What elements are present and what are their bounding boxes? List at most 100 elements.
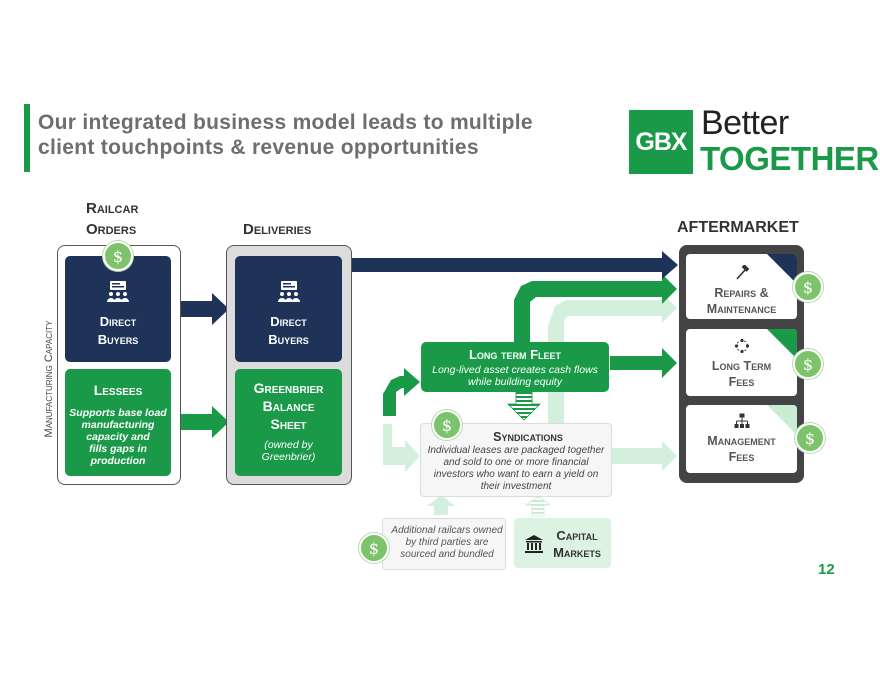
logo-better-text: Better	[701, 104, 789, 142]
management-fees-label: Management Fees	[686, 433, 797, 465]
capital-markets-line1: Capital	[556, 528, 598, 543]
lessees-box: Lessees Supports base load manufacturing…	[65, 369, 171, 476]
long-term-fleet-desc: Long-lived asset creates cash flows whil…	[421, 364, 609, 388]
hatched-arrow-capital-to-syndications	[524, 495, 552, 517]
logo-together-text: TOGETHER	[700, 140, 879, 177]
arrow-syndications-to-repairs	[548, 293, 677, 423]
balance-sheet-box: Greenbrier Balance Sheet (owned by Green…	[235, 369, 342, 476]
arrow-deliveries-to-repairs	[342, 251, 678, 279]
lessees-desc-line: manufacturing	[81, 419, 155, 431]
management-fees-line2: Fees	[728, 450, 755, 464]
management-fees-card: Management Fees	[686, 405, 797, 473]
repairs-line2: Maintenance	[706, 302, 777, 316]
light-green-arrows	[383, 293, 677, 515]
arrow-additional-to-syndications	[427, 495, 455, 515]
syndications-desc-line: their investment	[480, 481, 552, 492]
aftermarket-heading: AFTERMARKET	[677, 219, 799, 236]
deliveries-direct-buyers-box: Direct Buyers	[235, 256, 342, 362]
long-term-fees-line1: Long Term	[711, 359, 772, 373]
hatched-arrow-fleet-to-syndications	[507, 391, 541, 421]
capital-markets-box: Capital Markets	[514, 518, 611, 568]
bank-icon	[525, 535, 543, 553]
gbx-logo: GBX	[629, 110, 693, 174]
syndications-desc-line: and sold to one or more financial	[443, 457, 589, 468]
lessees-desc-line: fills gaps in	[89, 443, 147, 455]
repairs-line1: Repairs &	[714, 286, 769, 300]
lessees-title: Lessees	[93, 382, 143, 398]
lessees-desc-line: capacity and	[86, 431, 150, 443]
additional-railcars-line: sourced and bundled	[400, 549, 494, 560]
presentation-people-icon	[277, 281, 300, 302]
hammer-icon	[735, 264, 749, 280]
dollar-icon: $	[793, 349, 823, 379]
railcar-orders-line2: Orders	[86, 221, 137, 238]
balance-sheet-line: Greenbrier	[253, 380, 324, 396]
arrow-fleet-to-fees	[610, 348, 677, 378]
lessees-desc-line: production	[90, 455, 146, 467]
deliveries-direct-line2: Buyers	[268, 332, 309, 347]
arrow-fleet-to-repairs	[514, 274, 677, 342]
page-title-line2: client touchpoints & revenue opportuniti…	[38, 136, 479, 159]
syndications-desc-line: Individual leases are packaged together	[427, 445, 605, 456]
syndications-title: Syndications	[493, 430, 563, 444]
railcar-orders-line1: Railcar	[86, 200, 139, 217]
repairs-maintenance-card: Repairs & Maintenance	[686, 254, 797, 319]
syndications-desc: Individual leases are packaged together …	[421, 445, 611, 493]
additional-railcars-text: Additional railcars owned by third parti…	[383, 525, 505, 561]
long-term-fees-label: Long Term Fees	[686, 358, 797, 390]
balance-sheet-line: Balance	[262, 398, 315, 414]
balance-sheet-note-line: Greenbrier)	[261, 451, 316, 463]
long-term-fleet-desc-line: while building equity	[468, 376, 562, 388]
page-title: Our integrated business model leads to m…	[38, 110, 598, 160]
arrow-direct-to-direct	[172, 293, 229, 325]
long-term-fees-card: Long Term Fees	[686, 329, 797, 396]
card-corner-light-green	[767, 405, 797, 435]
orders-direct-buyers-label: Direct Buyers	[65, 313, 171, 349]
card-corner-green	[767, 329, 797, 359]
orders-direct-buyers-box: Direct Buyers	[65, 256, 171, 362]
additional-railcars-line: Additional railcars owned	[391, 525, 503, 536]
orders-direct-line2: Buyers	[97, 332, 139, 347]
arrow-syndications-to-management	[610, 441, 677, 471]
page-number: 12	[818, 561, 835, 578]
deliveries-direct-buyers-label: Direct Buyers	[235, 313, 342, 349]
deliveries-direct-line1: Direct	[270, 314, 307, 329]
lessees-description: Supports base load manufacturing capacit…	[65, 407, 171, 467]
navy-arrows	[172, 251, 678, 325]
dollar-icon: $	[793, 272, 823, 302]
balance-sheet-title: Greenbrier Balance Sheet	[235, 379, 342, 433]
balance-sheet-line: Sheet	[270, 416, 307, 432]
long-term-fees-line2: Fees	[728, 375, 755, 389]
arrow-lessees-to-balance	[172, 406, 229, 438]
dollar-icon: $	[103, 241, 133, 271]
management-fees-line1: Management	[707, 434, 776, 448]
lessees-desc-line: Supports base load	[69, 407, 167, 419]
arrow-balance-to-syndications	[383, 424, 420, 472]
title-accent-bar	[24, 104, 30, 172]
capital-markets-line2: Markets	[553, 545, 601, 560]
orders-direct-line1: Direct	[99, 314, 137, 329]
additional-railcars-box: Additional railcars owned by third parti…	[382, 518, 506, 570]
balance-sheet-note: (owned by Greenbrier)	[235, 439, 342, 463]
dollar-icon: $	[795, 423, 825, 453]
additional-railcars-line: by third parties are	[405, 537, 489, 548]
long-term-fleet-box: Long term Fleet Long-lived asset creates…	[421, 342, 609, 392]
long-term-fleet-desc-line: Long-lived asset creates cash flows	[432, 364, 598, 376]
syndications-desc-line: investors who want to earn a yield on	[433, 469, 599, 480]
presentation-people-icon	[107, 281, 129, 302]
page-title-line1: Our integrated business model leads to m…	[38, 111, 533, 134]
cycle-icon	[734, 338, 749, 354]
repairs-maintenance-label: Repairs & Maintenance	[686, 285, 797, 317]
railcar-orders-heading: Railcar Orders	[86, 198, 138, 240]
capital-markets-label: Capital Markets	[546, 527, 608, 561]
dollar-icon: $	[432, 410, 462, 440]
balance-sheet-note-line: (owned by	[264, 439, 313, 451]
long-term-fleet-title: Long term Fleet	[468, 347, 562, 362]
org-chart-icon	[734, 413, 749, 428]
card-corner-navy	[767, 254, 797, 284]
green-arrows	[172, 274, 677, 438]
arrow-balance-to-fleet	[383, 368, 420, 416]
dollar-icon: $	[359, 533, 389, 563]
deliveries-heading: Deliveries	[243, 221, 312, 238]
